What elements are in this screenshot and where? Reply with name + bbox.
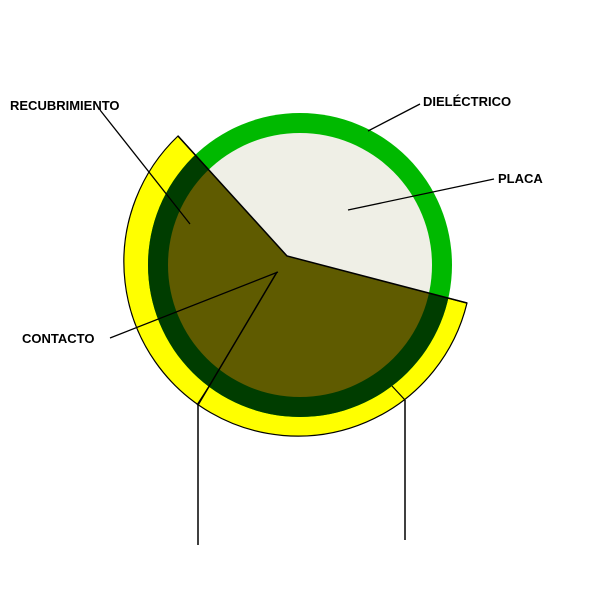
leader-dielectrico [367, 103, 421, 132]
contact-sector-outline [177, 135, 468, 304]
label-recubrimiento: RECUBRIMIENTO [10, 98, 120, 113]
lead-wire-left [197, 271, 278, 545]
leader-recubrimiento [99, 109, 191, 225]
label-dielectrico: DIELÉCTRICO [423, 94, 511, 109]
leader-placa [347, 178, 495, 211]
label-contacto: CONTACTO [22, 331, 94, 346]
contact-region [168, 136, 432, 397]
label-placa: PLACA [498, 171, 543, 186]
leader-contacto [109, 271, 279, 339]
coating-separator-right [391, 385, 406, 401]
